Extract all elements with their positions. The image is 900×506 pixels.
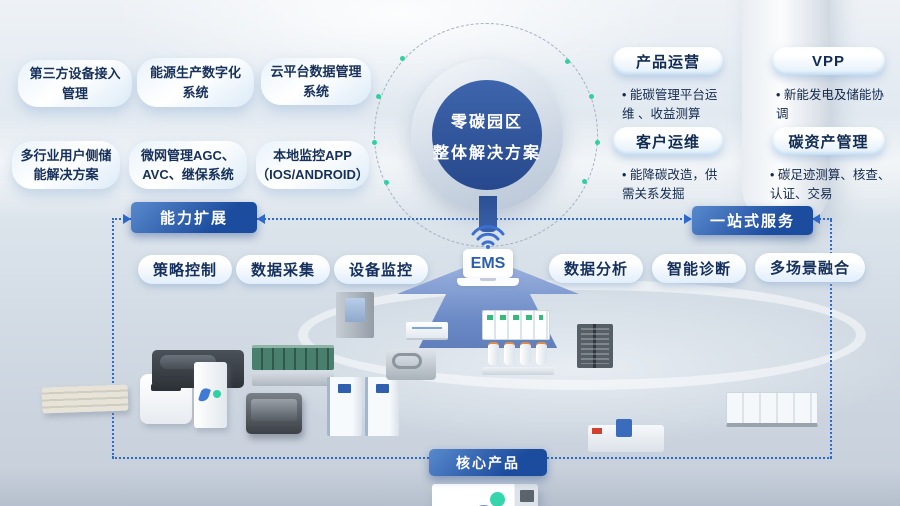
dotted-line-left-stub: [112, 218, 132, 220]
product-control-cabinet-image: [336, 292, 374, 338]
cabinet-panel: [345, 298, 365, 322]
capability-data-analysis: 数据分析: [549, 254, 644, 283]
arrowhead-right-icon: [684, 214, 692, 224]
product-energy-storage-container-image: [432, 484, 538, 506]
pump-pipe: [392, 353, 422, 369]
service-vpp-desc: • 新能发电及储能协调: [776, 88, 884, 122]
hub-dashed-circle: [374, 23, 598, 247]
product-injection-molding-machine-image: [588, 419, 664, 452]
logo-dot: [213, 390, 221, 398]
battery-cabinet: [327, 377, 362, 436]
machine-accent: [592, 428, 602, 434]
dotted-line-left-vertical: [112, 218, 114, 458]
skid-tank: [536, 342, 547, 365]
background-pillar: [742, 0, 830, 230]
green-dot-icon: [565, 59, 570, 64]
skid-tank: [488, 342, 499, 365]
capability-data-collection: 数据采集: [236, 255, 331, 284]
ems-label: EMS: [463, 249, 513, 278]
banner-core-products: 核心产品: [429, 449, 547, 476]
battery-cabinet: [364, 377, 399, 436]
arrowhead-left-icon: [812, 214, 820, 224]
product-air-handling-unit-image: [726, 392, 818, 427]
skid-tank: [520, 342, 531, 365]
wifi-icon: [468, 221, 508, 254]
green-dot-icon: [589, 94, 594, 99]
rack-vents: [581, 328, 609, 364]
dotted-line-right-stub: [812, 218, 832, 220]
logo-head: [490, 492, 505, 506]
product-heat-pump-image: [386, 349, 436, 380]
skid-base: [482, 367, 554, 375]
logo-swoosh: [198, 386, 211, 404]
chiller-base: [252, 372, 334, 386]
module-local-monitoring-app: 本地监控APP（IOS/ANDROID）: [256, 141, 369, 189]
service-carbon-asset-desc: • 碳足迹测算、核查、认证、交易: [770, 168, 891, 202]
product-process-skid-image: [482, 342, 554, 375]
capability-smart-diagnosis: 智能诊断: [652, 254, 747, 283]
power-station-face: [251, 399, 297, 421]
laptop-icon: [457, 278, 519, 286]
product-rack-server-image: [41, 384, 129, 414]
product-air-cooled-chiller-image: [252, 345, 334, 388]
battery-screen: [375, 384, 389, 393]
dotted-line-right-vertical: [830, 220, 832, 458]
hub-title-line1: 零碳园区: [450, 113, 523, 131]
dotted-line-center: [256, 218, 694, 220]
service-carbon-asset: 碳资产管理: [772, 127, 885, 155]
skid-tank: [504, 342, 515, 365]
product-battery-cabinets-image: [327, 377, 399, 436]
module-energy-digitalization: 能源生产数字化系统: [137, 58, 254, 107]
platform-ellipse: [298, 280, 866, 390]
banner-one-stop-service: 一站式服务: [692, 206, 813, 235]
battery-screen: [338, 384, 351, 393]
container-vent: [520, 490, 534, 502]
service-vpp: VPP: [772, 47, 885, 75]
hub-title: 零碳园区 整体解决方案: [432, 80, 542, 190]
product-portable-power-station-image: [246, 393, 302, 434]
hub-stem: [479, 196, 497, 232]
service-customer-om: 客户运维: [613, 127, 723, 155]
module-third-party-access: 第三方设备接入管理: [18, 60, 132, 107]
service-customer-om-desc: • 能降碳改造，供需关系发掘: [622, 168, 718, 202]
product-server-racks-image: [577, 324, 613, 368]
module-cloud-data-management: 云平台数据管理系统: [261, 58, 371, 105]
service-product-operation-desc: • 能碳管理平台运维 、收益测算: [622, 88, 718, 122]
hub-title-line2: 整体解决方案: [432, 144, 541, 162]
machine-cabin: [616, 419, 632, 437]
product-rack-box-image: [406, 322, 448, 340]
green-dot-icon: [372, 140, 377, 145]
capability-device-monitoring: 设备监控: [334, 255, 429, 284]
module-microgrid-agc-avc: 微网管理AGC、AVC、继保系统: [129, 141, 247, 189]
rack-line: [412, 327, 442, 329]
service-product-operation: 产品运营: [613, 47, 723, 75]
product-plc-modules-image: [482, 310, 550, 340]
green-dot-icon: [376, 94, 381, 99]
green-dot-icon: [400, 56, 405, 61]
arrowhead-left-icon: [257, 214, 265, 224]
capability-strategy-control: 策略控制: [138, 255, 233, 284]
skid-tanks: [482, 342, 554, 365]
capability-multi-scenario: 多场景融合: [755, 253, 866, 282]
green-dot-icon: [582, 179, 587, 184]
banner-capability-expansion: 能力扩展: [131, 202, 257, 233]
product-cooling-cabinet-image: [194, 362, 227, 428]
green-dot-icon: [595, 140, 600, 145]
laptop-notch: [480, 278, 496, 281]
chiller-coils: [252, 345, 334, 370]
plc-leds: [487, 315, 543, 320]
module-user-side-storage: 多行业用户侧储能解决方案: [12, 141, 120, 189]
arrowhead-right-icon: [123, 214, 131, 224]
green-dot-icon: [384, 180, 389, 185]
